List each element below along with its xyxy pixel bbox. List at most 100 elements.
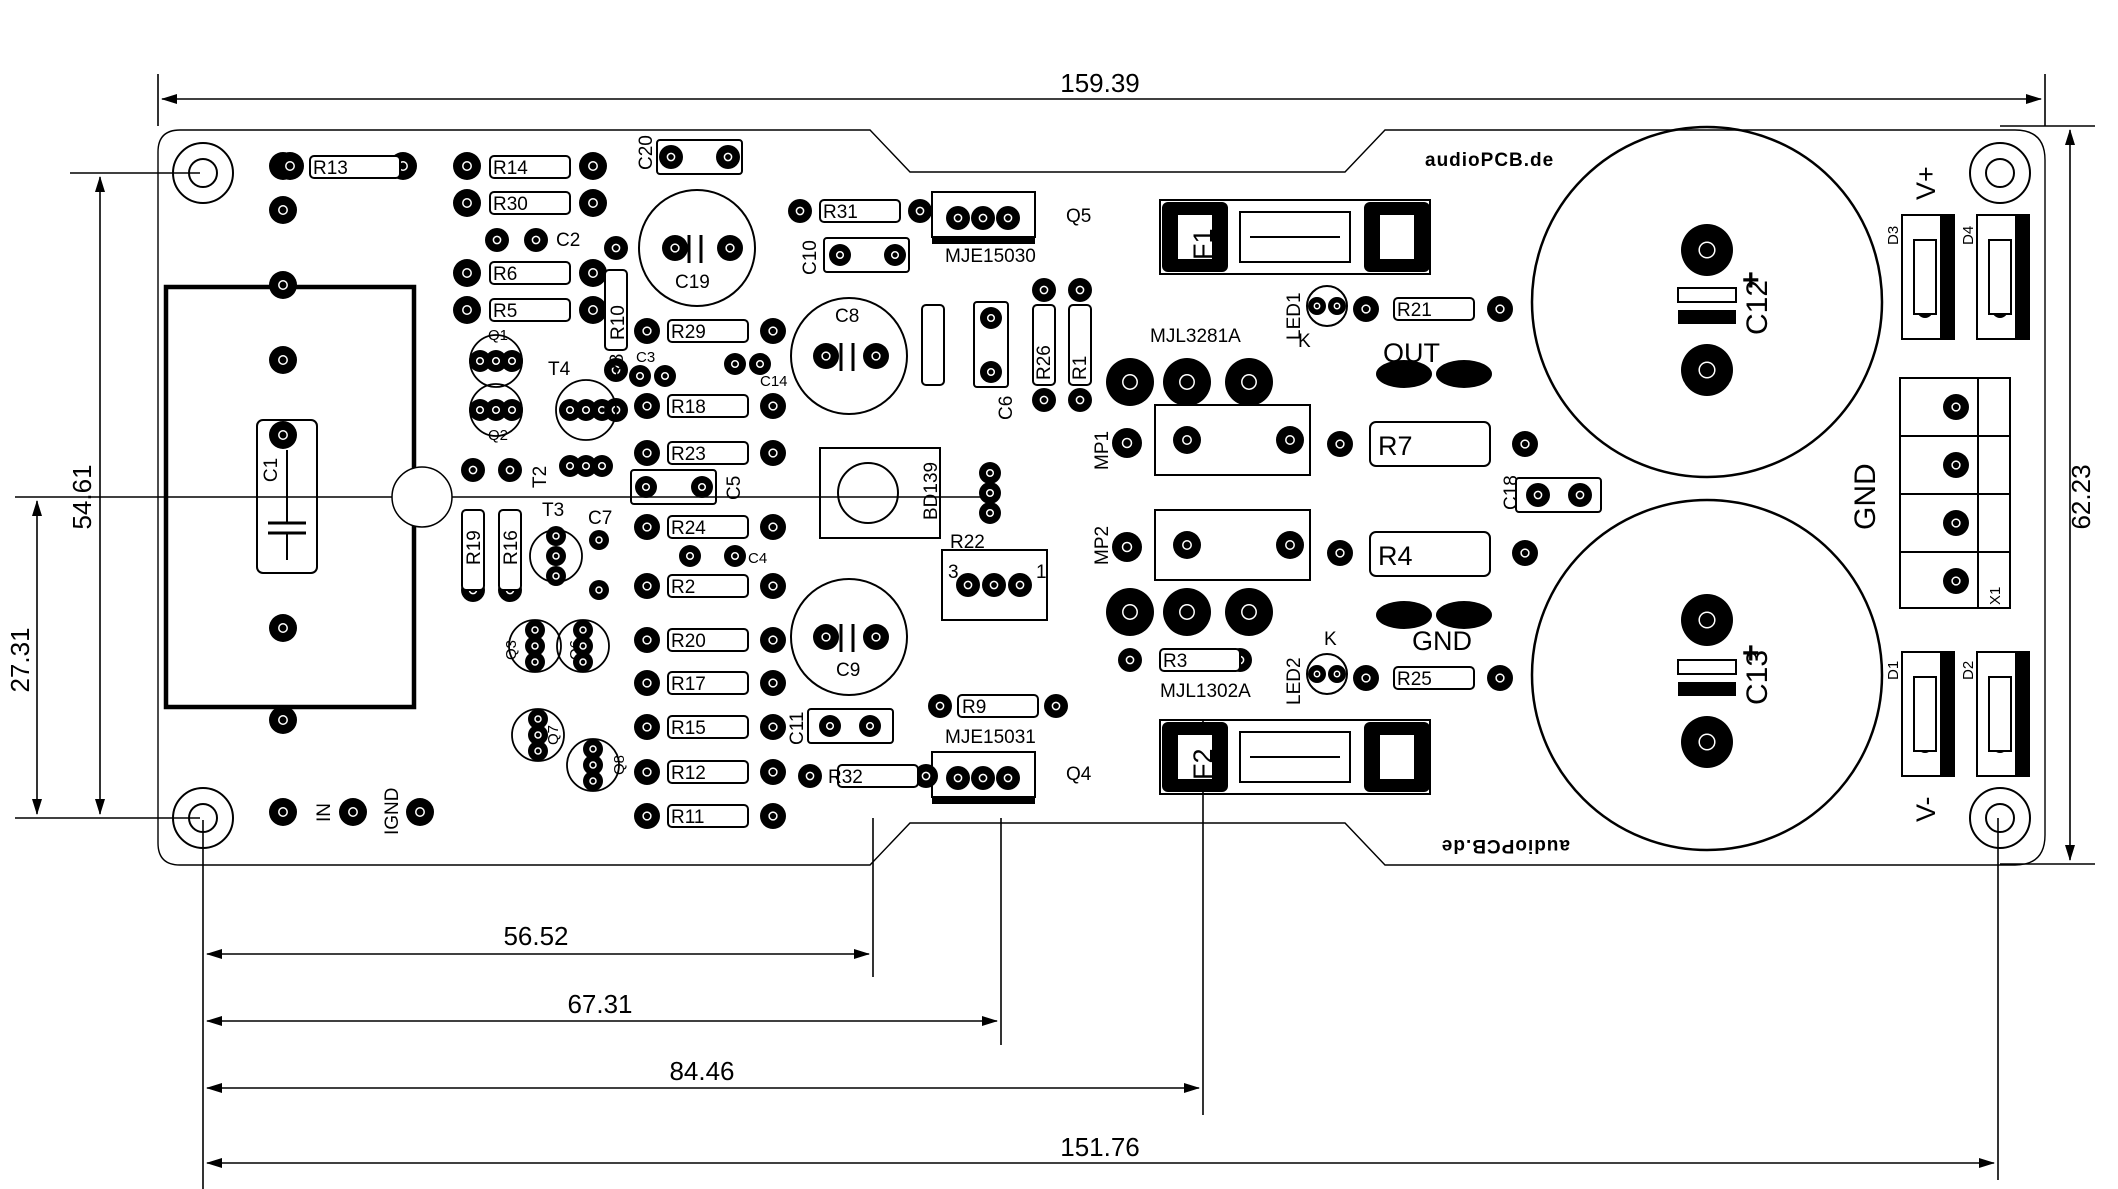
centre-hole [391, 466, 453, 528]
label-r14: R14 [493, 158, 528, 179]
dim-width-total: 159.39 [1060, 68, 1140, 98]
solder-pad [1353, 665, 1379, 691]
solder-pad [979, 502, 1001, 524]
f2-clip-window [1178, 735, 1212, 779]
pad-drill-hole [642, 811, 652, 821]
pad-drill-hole [278, 623, 288, 633]
solder-pad [629, 365, 651, 387]
solder-pad [946, 766, 970, 790]
pad-drill-hole [697, 482, 707, 492]
pad-drill-hole [1520, 439, 1530, 449]
pad-drill-hole [589, 777, 597, 785]
pad-drill-hole [1951, 402, 1961, 412]
solder-pad [546, 566, 566, 586]
solder-pad [971, 766, 995, 790]
solder-pad [579, 152, 607, 180]
pad-drill-hole [1125, 655, 1135, 665]
solder-pad [485, 399, 507, 421]
label-led2: LED2 [1284, 657, 1305, 705]
pad-drill-hole [588, 268, 598, 278]
solder-pad [829, 244, 851, 266]
solder-pad [813, 343, 839, 369]
solder-pad [573, 620, 593, 640]
label-plus-c12: + [1742, 264, 1760, 297]
pad-drill-hole [278, 430, 288, 440]
solder-pad [813, 624, 839, 650]
label-c10: C10 [800, 240, 821, 275]
solder-pad [1225, 588, 1273, 636]
solder-pad [339, 798, 367, 826]
label-r20: R20 [671, 631, 706, 652]
solder-pad [634, 393, 660, 419]
label-r32: R32 [828, 767, 863, 788]
label-r24: R24 [671, 518, 706, 539]
f1-clip-window-r [1380, 215, 1414, 259]
pad-drill-hole [462, 161, 472, 171]
pad-drill-hole [552, 572, 560, 580]
solder-pad [1173, 426, 1201, 454]
solder-pad [1487, 665, 1513, 691]
solder-pad [1044, 694, 1068, 718]
solder-pad [1327, 540, 1353, 566]
pad-drill-hole [642, 767, 652, 777]
q4-tab [932, 797, 1035, 804]
solder-pad [996, 206, 1020, 230]
solder-pad [546, 546, 566, 566]
solder-pad [1568, 483, 1592, 507]
pad-drill-hole [595, 536, 603, 544]
pad-drill-hole [531, 642, 539, 650]
solder-pad [559, 399, 581, 421]
label-gnd: GND [1412, 626, 1472, 656]
label-r19: R19 [464, 530, 485, 565]
label-r13: R13 [313, 158, 348, 179]
label-r10: R10 [608, 305, 629, 340]
pad-drill-hole [986, 367, 996, 377]
pad-drill-hole [1698, 241, 1716, 259]
pad-drill-hole [985, 508, 995, 518]
solder-pad [583, 771, 603, 791]
label-v-plus: V+ [1911, 166, 1941, 200]
solder-pad [1276, 531, 1304, 559]
pad-drill-hole [1241, 604, 1257, 620]
label-c14: C14 [760, 373, 788, 390]
solder-pad [654, 365, 676, 387]
label-q2: Q2 [488, 427, 508, 444]
pads [269, 145, 2008, 829]
label-c11: C11 [787, 712, 808, 745]
label-c5: C5 [724, 476, 745, 500]
solder-pad [659, 145, 683, 169]
solder-pad [1112, 532, 1142, 562]
label-c9: C9 [836, 660, 860, 681]
dim-height-total: 62.23 [2066, 464, 2096, 529]
solder-pad [679, 545, 701, 567]
solder-pad [1681, 224, 1733, 276]
solder-pad [525, 652, 545, 672]
solder-pad [501, 399, 523, 421]
pad-drill-hole [642, 326, 652, 336]
solder-pad [1163, 358, 1211, 406]
solder-pad [528, 709, 548, 729]
pad-drill-hole [963, 580, 973, 590]
pad-drill-hole [579, 658, 587, 666]
pad-drill-hole [1698, 733, 1716, 751]
solder-pad [453, 152, 481, 180]
solder-pad [1276, 426, 1304, 454]
pad-drill-hole [1075, 395, 1085, 405]
label-t4: T4 [548, 359, 571, 380]
solder-pad [1008, 573, 1032, 597]
label-k2: K [1324, 629, 1337, 650]
pad-drill-hole [1361, 673, 1371, 683]
solder-pad [946, 206, 970, 230]
f1-clip-window [1178, 215, 1212, 259]
pad-drill-hole [278, 715, 288, 725]
label-r30: R30 [493, 194, 528, 215]
solder-pad [604, 236, 628, 260]
solder-pad [575, 399, 597, 421]
pad-drill-hole [1951, 576, 1961, 586]
cap-symbols [687, 235, 855, 652]
solder-pad [760, 393, 786, 419]
label-r6: R6 [493, 264, 517, 285]
pad-drill-hole [1241, 374, 1257, 390]
solder-pad [979, 482, 1001, 504]
